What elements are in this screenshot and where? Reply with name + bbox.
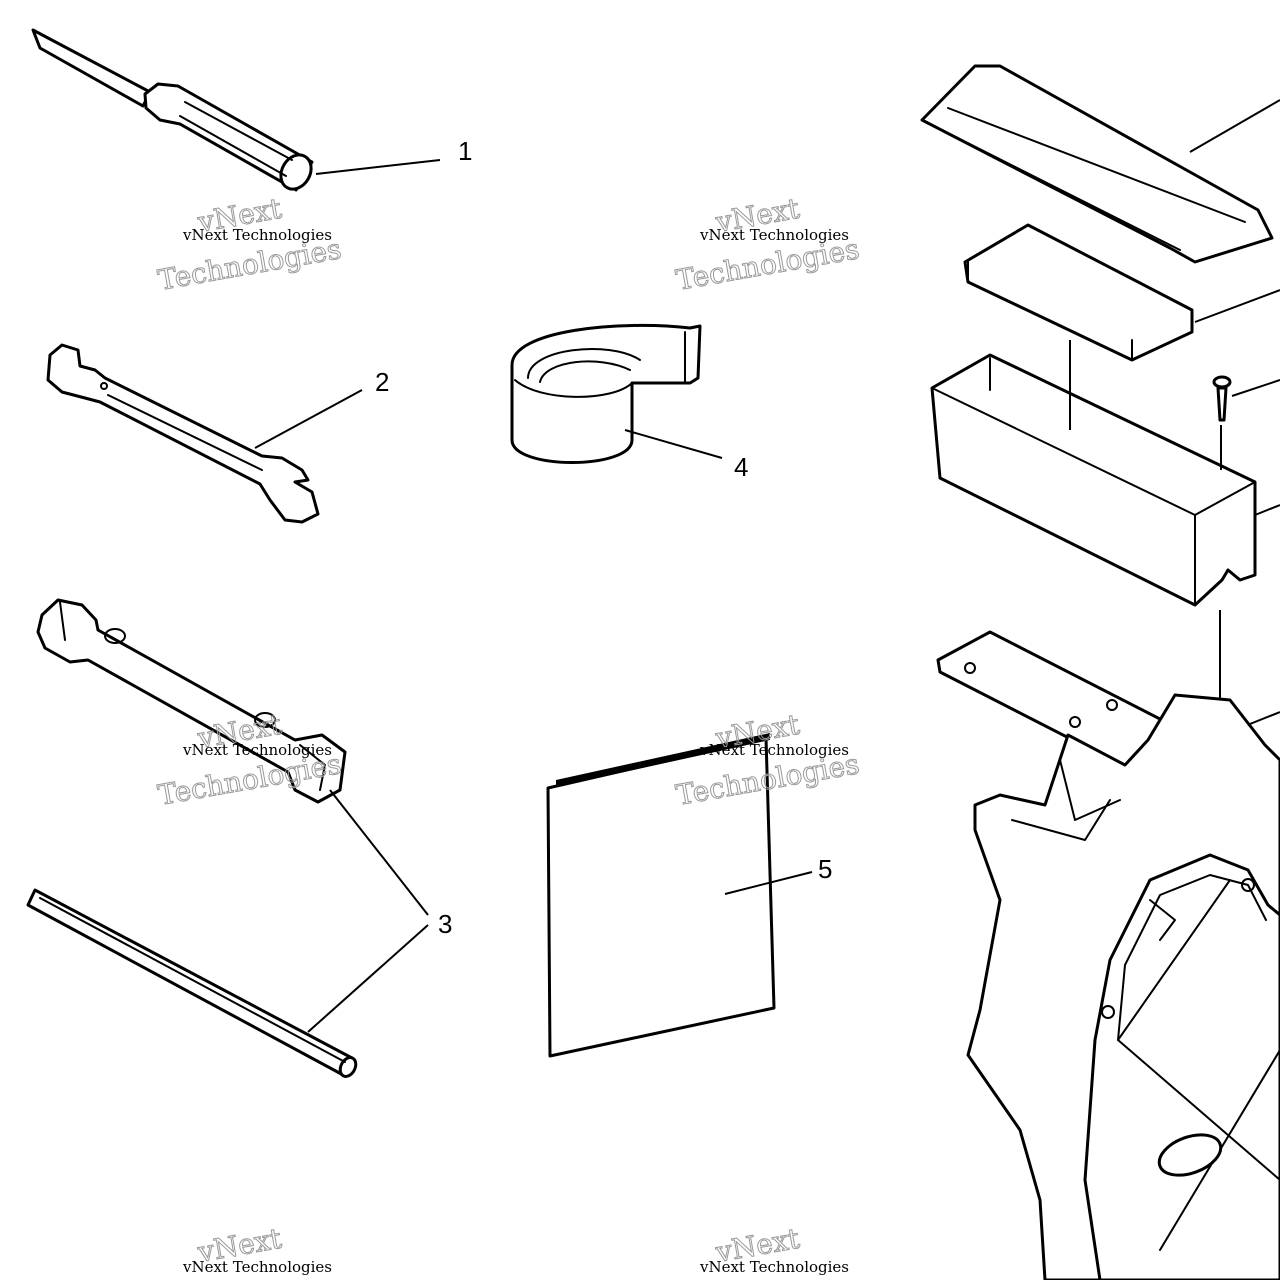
watermark-bottom-center: vNext vNext Technologies (699, 1221, 849, 1276)
screw (1212, 375, 1232, 422)
watermark-top-center: vNext vNext Technologies Technologies (673, 191, 862, 297)
recoil-cover (1083, 853, 1280, 1280)
leader-pad (1194, 289, 1280, 323)
leader-5 (724, 871, 813, 895)
svg-text:vNext Technologies: vNext Technologies (699, 741, 849, 759)
leader-lid (1189, 99, 1280, 153)
watermark-top-left: vNext vNext Technologies Technologies (155, 191, 344, 297)
screwdriver (31, 28, 314, 192)
leader-3b (307, 924, 429, 1033)
toolbox-tray (930, 353, 1257, 607)
manual (546, 733, 776, 1058)
callout-4: 4 (734, 452, 748, 482)
watermark-bottom-left: vNext vNext Technologies (182, 1221, 332, 1276)
svg-text:vNext Technologies: vNext Technologies (699, 1258, 849, 1276)
callout-5: 5 (818, 854, 832, 884)
svg-text:vNext Technologies: vNext Technologies (182, 226, 332, 244)
svg-text:vNext Technologies: vNext Technologies (182, 741, 332, 759)
leader-3a (329, 789, 429, 916)
leader-2 (254, 389, 363, 449)
svg-text:vNext Technologies: vNext Technologies (182, 1258, 332, 1276)
toolbox-pad (963, 223, 1194, 362)
svg-text:vNext Technologies: vNext Technologies (699, 226, 849, 244)
callout-3: 3 (438, 909, 452, 939)
leader-tray-right (1254, 504, 1280, 516)
leader-screw (1231, 379, 1280, 397)
toolbox-lid (920, 64, 1274, 264)
callout-1: 1 (458, 136, 472, 166)
callout-2: 2 (375, 367, 389, 397)
leader-4 (624, 429, 723, 459)
leader-1 (315, 159, 441, 175)
coiled-strap (510, 323, 702, 464)
tommy-bar (26, 888, 358, 1078)
socket-wrench (36, 598, 347, 804)
open-end-wrench (46, 343, 320, 524)
